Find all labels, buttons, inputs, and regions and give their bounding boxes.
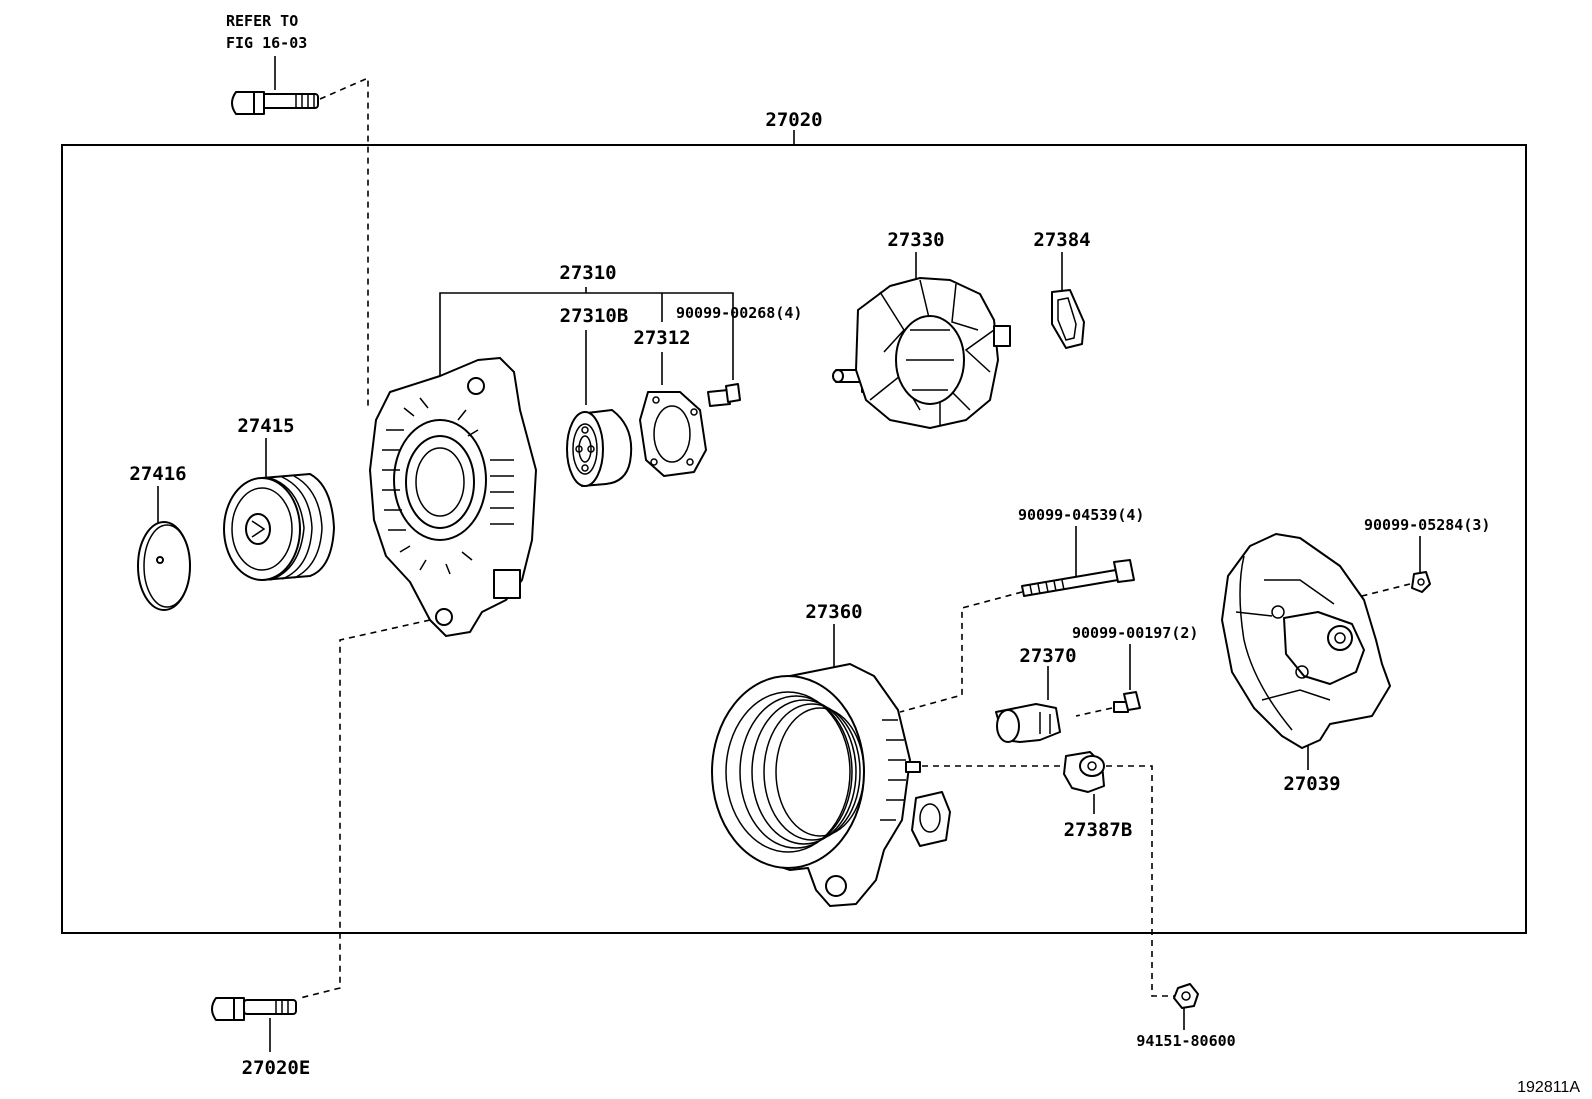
label-27415: 27415 xyxy=(237,415,294,437)
label-27020E: 27020E xyxy=(242,1057,311,1079)
top-bolt-icon xyxy=(231,91,319,115)
rear-frame-icon xyxy=(711,663,951,907)
label-27370: 27370 xyxy=(1019,645,1076,667)
diagram-id: 192811A xyxy=(1517,1079,1580,1096)
label-90099-04539: 90099-04539(4) xyxy=(1018,506,1144,524)
label-90099-00268: 90099-00268(4) xyxy=(676,304,802,322)
rotor-icon xyxy=(832,277,1011,429)
label-27330: 27330 xyxy=(887,229,944,251)
screw-00197-icon xyxy=(1113,691,1141,713)
lower-bolt-icon xyxy=(211,997,297,1021)
label-90099-00197: 90099-00197(2) xyxy=(1072,624,1198,642)
label-27416: 27416 xyxy=(129,463,186,485)
label-27384: 27384 xyxy=(1033,229,1090,251)
pulley-cap-icon xyxy=(137,521,191,611)
label-90099-05284: 90099-05284(3) xyxy=(1364,516,1490,534)
terminal-insulator-icon xyxy=(995,703,1061,743)
retainer-plate-icon xyxy=(639,391,707,477)
nut-05284-icon xyxy=(1411,571,1431,593)
terminal-nut-icon xyxy=(1173,983,1199,1009)
label-27310B: 27310B xyxy=(560,305,629,327)
nut-dashline xyxy=(1353,583,1411,599)
refer-note-line2: FIG 16-03 xyxy=(226,34,307,52)
insulator-bushing-icon xyxy=(1063,751,1105,793)
lower-bolt-dashline xyxy=(299,619,431,999)
screw-00197-dashline xyxy=(1075,707,1113,717)
through-bolt-dashline xyxy=(899,591,1023,713)
drive-end-frame-icon xyxy=(369,357,537,637)
label-94151-80600: 94151-80600 xyxy=(1136,1032,1235,1050)
label-27360: 27360 xyxy=(805,601,862,623)
label-27039: 27039 xyxy=(1283,773,1340,795)
label-27312: 27312 xyxy=(633,327,690,349)
refer-note-line1: REFER TO xyxy=(226,12,298,30)
label-27310: 27310 xyxy=(559,262,616,284)
rear-cover-icon xyxy=(1221,533,1391,749)
label-27020: 27020 xyxy=(765,109,822,131)
bearing-icon xyxy=(566,409,633,487)
pulley-icon xyxy=(223,473,335,581)
top-bolt-dashline xyxy=(319,76,369,410)
seal-ring-icon xyxy=(1051,289,1085,349)
label-27387B: 27387B xyxy=(1064,819,1133,841)
insulator-to-nut-dashline xyxy=(1106,765,1178,997)
screw-00268-icon xyxy=(707,383,741,407)
through-bolt-icon xyxy=(1021,559,1135,597)
